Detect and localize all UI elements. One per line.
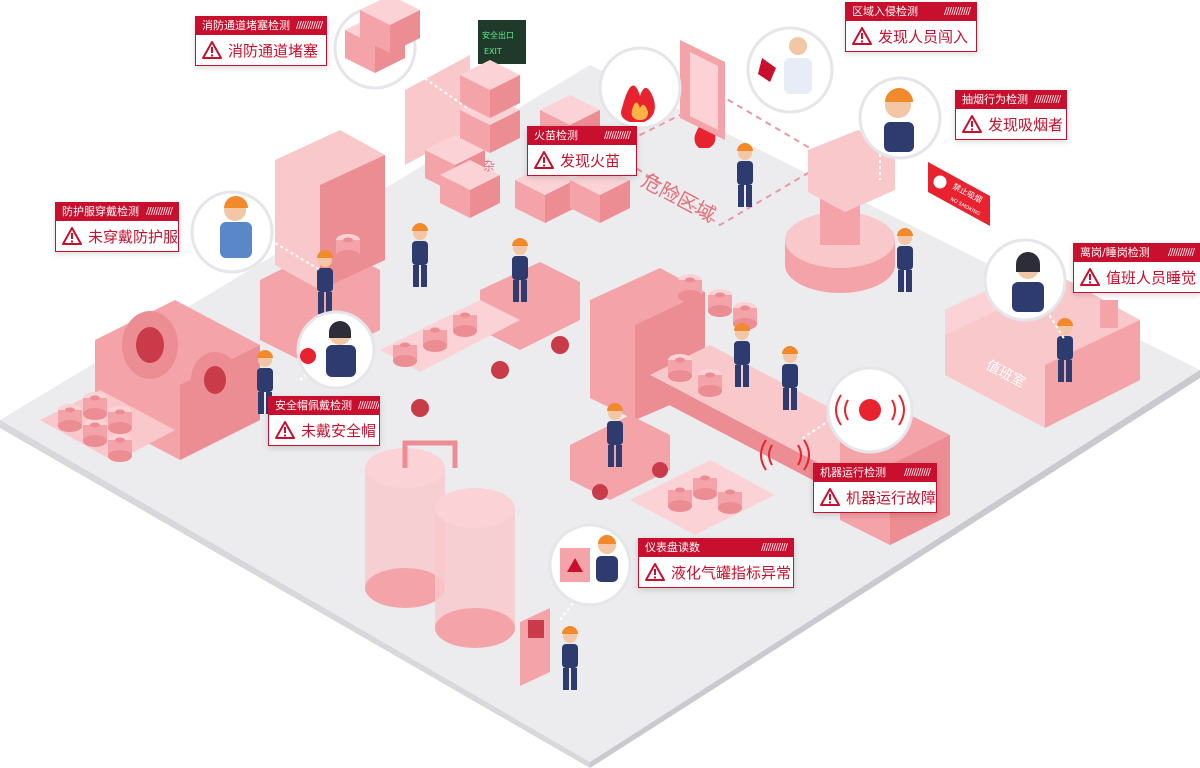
- stripe-decoration: ///////////: [145, 206, 173, 217]
- alert-smoking[interactable]: 抽烟行为检测 /////////// 发现吸烟者: [955, 90, 1067, 140]
- meter-panel: [520, 608, 550, 686]
- alert-title: 火苗检测: [534, 129, 578, 142]
- fire-exit-wall: 安全出口 EXIT 杂: [405, 20, 526, 218]
- gas-tanks: [365, 440, 515, 648]
- alert-protective-clothing[interactable]: 防护服穿戴检测 /////////// 未穿戴防护服: [55, 202, 179, 252]
- warning-icon: [202, 41, 222, 59]
- alert-title: 区域入侵检测: [852, 5, 918, 18]
- warning-icon: [1080, 268, 1100, 286]
- alert-message: 未戴安全帽: [301, 421, 377, 440]
- alert-message: 液化气罐指标异常: [671, 563, 792, 582]
- stripe-decoration: ///////////: [296, 20, 323, 31]
- alert-message: 未穿戴防护服: [88, 227, 179, 246]
- alert-message: 发现吸烟者: [988, 115, 1064, 134]
- press-machine: [260, 130, 385, 365]
- alert-title: 抽烟行为检测: [962, 93, 1028, 106]
- warning-icon: [962, 115, 982, 133]
- alert-gauge-reading[interactable]: 仪表盘读数 /////////// 液化气罐指标异常: [638, 538, 794, 588]
- alert-message: 发现人员闯入: [878, 27, 969, 46]
- stripe-decoration: ///////////: [760, 542, 788, 553]
- bubble-intrusion: [746, 26, 834, 114]
- warning-icon: [534, 151, 554, 169]
- alert-title: 离岗/睡岗检测: [1080, 246, 1150, 259]
- alert-title: 消防通道堵塞检测: [202, 19, 290, 32]
- alert-area-intrusion[interactable]: 区域入侵检测 /////////// 发现人员闯入: [845, 2, 977, 52]
- alert-message: 发现火苗: [560, 151, 621, 170]
- door: [680, 40, 725, 140]
- box-label: 杂: [483, 159, 495, 173]
- stripe-decoration: ///////////: [1034, 94, 1061, 105]
- alert-title: 仪表盘读数: [645, 541, 700, 554]
- alert-no-helmet[interactable]: 安全帽佩戴检测 /////////// 未戴安全帽: [268, 396, 380, 446]
- alarm-waves: [760, 439, 810, 471]
- stripe-decoration: ///////////: [943, 6, 971, 17]
- alert-machine-fault[interactable]: 机器运行检测 /////////// 机器运行故障: [813, 463, 937, 513]
- stripe-decoration: ///////////: [603, 130, 631, 141]
- stripe-decoration: ///////////: [358, 400, 379, 411]
- bubble-fire-exit: [333, 0, 420, 90]
- forklift-cart: [380, 262, 580, 417]
- bubble-smoking: [858, 76, 942, 160]
- alert-title: 防护服穿戴检测: [62, 205, 139, 218]
- parts-tray: [40, 390, 175, 462]
- bubble-sleeping: [983, 238, 1067, 322]
- exit-sign-cn: 安全出口: [482, 30, 514, 40]
- alert-message: 机器运行故障: [846, 488, 937, 507]
- warning-icon: [275, 421, 295, 439]
- drill-machine: [785, 130, 895, 293]
- alert-message: 消防通道堵塞: [228, 41, 319, 60]
- exit-sign-en: EXIT: [484, 47, 502, 56]
- alert-fire[interactable]: 火苗检测 /////////// 发现火苗: [527, 126, 637, 176]
- bubble-protective-clothing: [190, 190, 274, 274]
- stripe-decoration: ///////////: [903, 467, 931, 478]
- bubble-fire: [598, 46, 682, 130]
- stripe-decoration: ///////////: [1167, 247, 1195, 258]
- alert-title: 安全帽佩戴检测: [275, 399, 352, 412]
- no-smoking-sign: 禁止吸烟 NO SMOKING: [928, 162, 990, 226]
- alert-title: 机器运行检测: [820, 466, 886, 479]
- bubble-machine: [826, 366, 914, 454]
- warning-icon: [62, 227, 82, 245]
- detection-bubbles: [190, 0, 1067, 607]
- alert-sleeping-on-duty[interactable]: 离岗/睡岗检测 /////////// 值班人员睡觉: [1073, 243, 1200, 293]
- warning-icon: [820, 488, 840, 506]
- bubble-meter: [548, 523, 632, 607]
- alert-fire-exit-blocked[interactable]: 消防通道堵塞检测 /////////// 消防通道堵塞: [195, 16, 327, 66]
- alert-message: 值班人员睡觉: [1106, 268, 1197, 287]
- warning-icon: [852, 27, 872, 45]
- bubble-helmet: [296, 310, 376, 390]
- warning-icon: [645, 563, 665, 581]
